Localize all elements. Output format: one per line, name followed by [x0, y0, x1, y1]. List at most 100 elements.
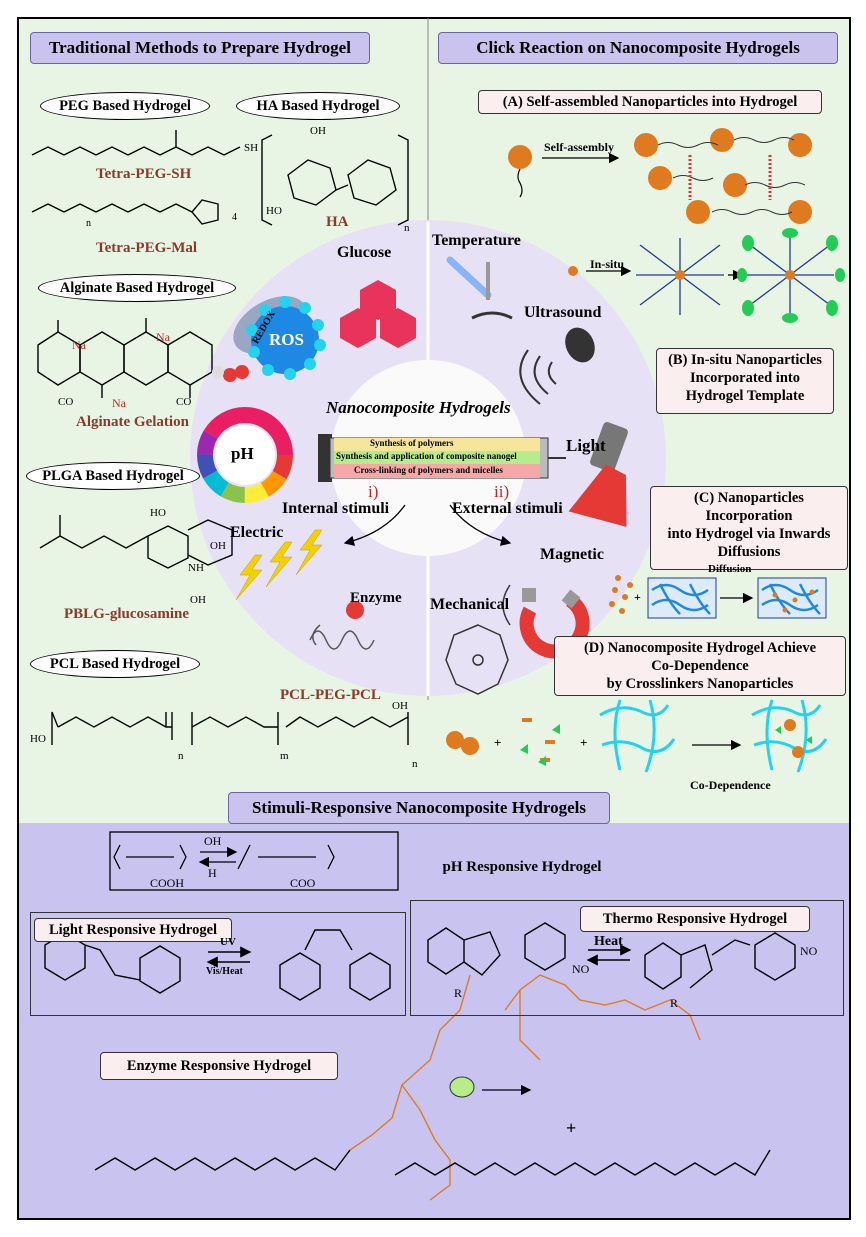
oval-ha-based: HA Based Hydrogel	[236, 92, 400, 120]
glucose-icon	[340, 280, 416, 348]
label-plus-2: +	[580, 735, 588, 750]
label-thermo-r-1: R	[454, 986, 463, 1000]
diffusion-graphic	[609, 575, 827, 619]
ph-wheel-icon	[197, 407, 293, 503]
label-thermo-no2-2: NO	[800, 944, 818, 958]
label-magnetic: Magnetic	[540, 546, 604, 563]
header-traditional-methods: Traditional Methods to Prepare Hydrogel	[30, 32, 370, 64]
label-ph: pH	[231, 444, 254, 463]
box-b-line-1: (B) In-situ Nanoparticles	[668, 352, 822, 368]
outer-border	[17, 17, 851, 1220]
ultrasound-icon	[519, 327, 595, 405]
frame-light-responsive	[30, 912, 406, 1016]
label-sh: SH	[244, 142, 259, 154]
label-tetra-peg-sh: Tetra-PEG-SH	[96, 166, 192, 182]
label-roman-i: i)	[368, 482, 379, 501]
label-uv: UV	[220, 936, 236, 948]
label-heat: Heat	[594, 934, 623, 949]
pcl-peg-pcl-structure	[51, 711, 409, 745]
label-ha-n: n	[404, 222, 410, 234]
label-ph-oh-minus: OH	[204, 834, 222, 848]
label-roman-ii: ii)	[494, 482, 510, 501]
label-internal-stimuli: Internal stimuli	[282, 500, 390, 517]
box-c-diffusion: (C) Nanoparticles Incorporation into Hyd…	[650, 486, 848, 570]
ros-icon	[212, 296, 326, 382]
label-alginate-gelation: Alginate Gelation	[76, 414, 189, 430]
box-d-co-dependence: (D) Nanocomposite Hydrogel Achieve Co-De…	[554, 636, 846, 696]
box-b-in-situ: (B) In-situ Nanoparticles Incorporated i…	[656, 348, 834, 414]
lightning-icon	[235, 529, 323, 601]
label-pblg-ho: HO	[150, 507, 166, 519]
label-thermo-no2-1: NO	[572, 962, 590, 976]
ha-structure	[261, 134, 409, 226]
box-ph-responsive: pH Responsive Hydrogel	[412, 856, 632, 878]
label-ha-ho: HO	[266, 205, 282, 217]
label-diffusion: Diffusion	[708, 563, 752, 575]
header-stimuli-responsive: Stimuli-Responsive Nanocomposite Hydroge…	[228, 792, 610, 824]
syringe-line-2: Synthesis and application of composite n…	[336, 451, 517, 461]
box-c-line-2: Incorporation	[705, 508, 793, 524]
label-pblg-glucosamine: PBLG-glucosamine	[64, 606, 190, 622]
label-pcl-oh: OH	[392, 700, 408, 712]
oval-alginate-based: Alginate Based Hydrogel	[38, 274, 236, 302]
co-dependence-graphic	[446, 699, 828, 773]
label-peg-n: n	[86, 218, 91, 229]
ph-reaction-structure	[109, 831, 399, 891]
label-ros: ROS	[269, 330, 304, 349]
label-light: Light	[566, 436, 606, 455]
in-situ-graphic	[568, 228, 845, 323]
box-b-line-3: Hydrogel Template	[685, 388, 805, 404]
label-peg-sub4: 4	[232, 212, 237, 223]
label-alginate-co2-1: CO	[58, 396, 74, 408]
label-glucose: Glucose	[337, 244, 392, 261]
box-thermo-responsive: Thermo Responsive Hydrogel	[580, 906, 810, 932]
tetra-peg-mal-structure	[31, 199, 219, 225]
box-d-line-1: (D) Nanocomposite Hydrogel Achieve	[583, 640, 817, 656]
label-electric: Electric	[230, 524, 284, 541]
frame-thermo-responsive	[410, 900, 844, 1016]
label-pblg-oh: OH	[210, 540, 226, 552]
label-temperature: Temperature	[432, 232, 521, 249]
oval-pcl-based: PCL Based Hydrogel	[30, 650, 200, 678]
box-a-self-assembled: (A) Self-assembled Nanoparticles into Hy…	[478, 90, 822, 114]
label-pcl-n-2: n	[412, 758, 418, 770]
box-enzyme-responsive: Enzyme Responsive Hydrogel	[100, 1052, 338, 1080]
box-c-line-1: (C) Nanoparticles	[694, 490, 804, 506]
box-c-line-4: Diffusions	[717, 544, 781, 560]
label-pcl-m: m	[280, 750, 289, 762]
label-alginate-na-1: Na	[72, 338, 86, 352]
label-enzyme-plus: +	[566, 1118, 577, 1138]
self-assembly-graphic	[508, 128, 812, 224]
alginate-structure	[37, 318, 213, 398]
label-pcl-n-1: n	[178, 750, 184, 762]
box-b-line-2: Incorporated into	[690, 370, 800, 386]
bottom-panel-bg	[18, 823, 850, 1219]
tetra-peg-sh-structure	[31, 130, 241, 156]
label-ph-coo: COO	[290, 876, 316, 890]
label-enzyme: Enzyme	[350, 590, 402, 606]
label-mechanical: Mechanical	[430, 596, 510, 613]
spiropyran-structure	[427, 922, 796, 990]
label-self-assembly: Self-assembly	[544, 140, 614, 154]
syringe-icon	[318, 434, 566, 482]
label-ph-cooh: COOH	[150, 876, 185, 890]
label-pblg-oh-2: OH	[190, 594, 206, 606]
enzyme-icon	[309, 601, 375, 650]
label-ultrasound: Ultrasound	[524, 304, 602, 321]
syringe-line-1: Synthesis of polymers	[370, 438, 454, 448]
label-alginate-na-2: Na	[156, 330, 170, 344]
label-plus-diffusion: +	[634, 590, 641, 604]
label-tetra-peg-mal: Tetra-PEG-Mal	[96, 240, 198, 256]
oval-plga-based: PLGA Based Hydrogel	[26, 462, 200, 490]
label-in-situ: In-situ	[590, 257, 625, 271]
pblg-glucosamine-structure	[39, 515, 233, 569]
label-alginate-na-3: Na	[112, 396, 126, 410]
stimuli-arrows	[343, 504, 512, 546]
label-co-dependence: Co-Dependence	[690, 778, 771, 792]
label-pblg-nh2: NH	[188, 562, 204, 574]
box-d-line-3: by Crosslinkers Nanoparticles	[606, 676, 794, 692]
mechanical-icon	[445, 624, 509, 695]
label-plus-1: +	[494, 735, 502, 750]
box-d-line-2: Co-Dependence	[651, 658, 749, 674]
